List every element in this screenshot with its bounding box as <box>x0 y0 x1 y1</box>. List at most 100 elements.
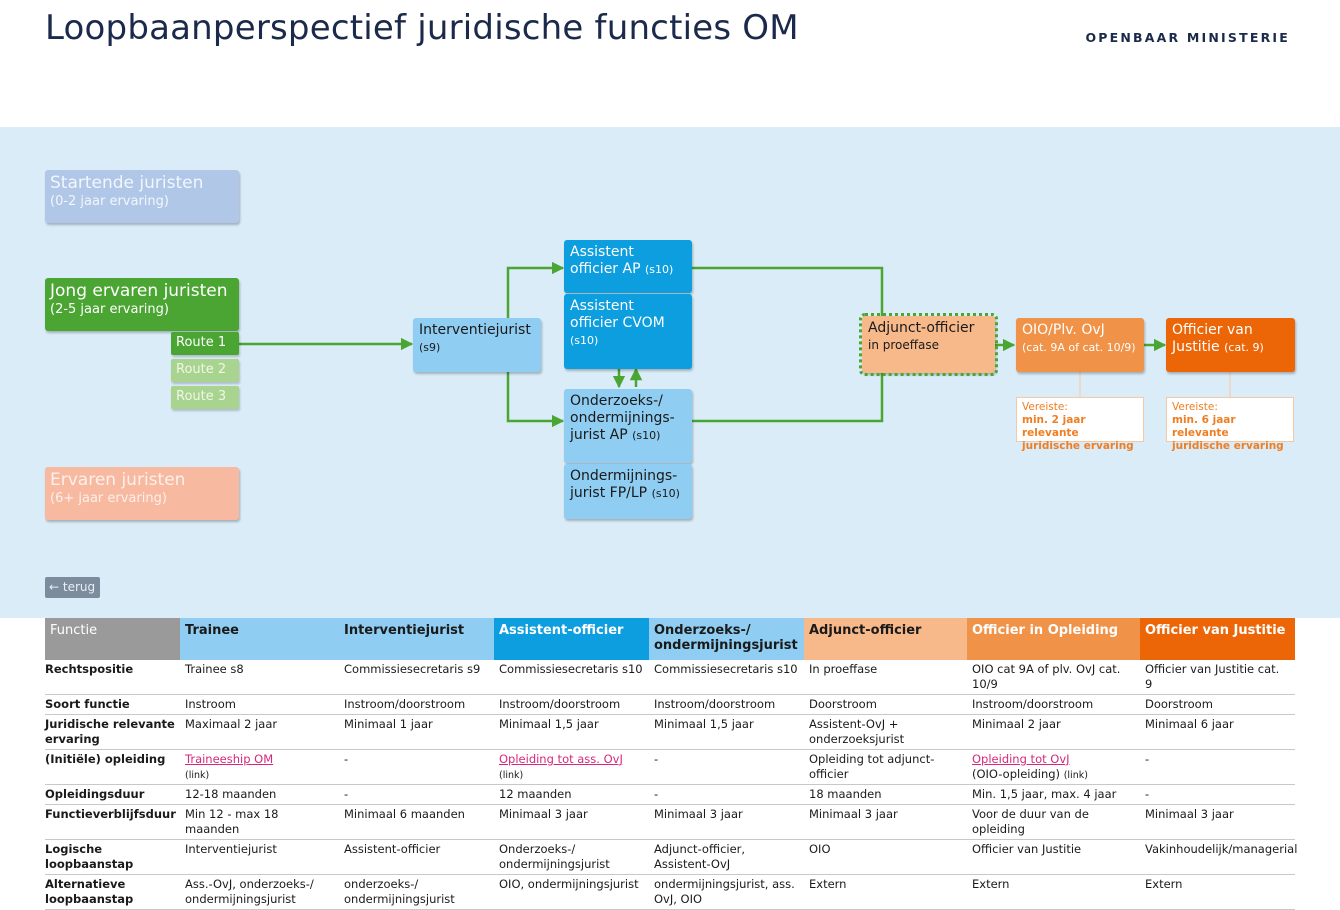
link-note[interactable]: (link) <box>499 769 524 781</box>
table-row-label: Opleidingsduur <box>45 784 180 805</box>
table-header-officier-in-opleiding: Officier in Opleiding <box>967 618 1140 660</box>
table-cell: - <box>339 784 494 805</box>
table-cell: Officier van Justitie cat. 9 <box>1140 660 1295 695</box>
table-header-functie: Functie <box>45 618 180 660</box>
table-cell: Instroom/doorstroom <box>967 694 1140 715</box>
requirement-ovj-label: Vereiste: <box>1172 401 1218 413</box>
node-ass-cvom-scale: (s10) <box>570 333 599 347</box>
table-cell: - <box>1140 784 1295 805</box>
table-cell: - <box>649 784 804 805</box>
requirement-ovj: Vereiste: min. 6 jaar relevante juridisc… <box>1166 397 1294 452</box>
table-row-label: Functieverblijfsduur <box>45 804 180 840</box>
node-ondermijnings-scale: (s10) <box>651 486 680 500</box>
node-onderzoeks-scale: (s10) <box>632 428 661 442</box>
table-cell: Maximaal 2 jaar <box>180 714 339 750</box>
node-ass-cvom-title: Assistent officier CVOM <box>570 298 665 331</box>
route-3-button[interactable]: Route 3 <box>171 386 239 409</box>
requirement-oio: Vereiste: min. 2 jaar relevante juridisc… <box>1016 397 1144 452</box>
node-onderzoeks-ondermijningsjurist-ap[interactable]: Onderzoeks-/ ondermijnings- jurist AP (s… <box>564 389 692 463</box>
node-officier-van-justitie[interactable]: Officier van Justitie (cat. 9) <box>1166 318 1295 372</box>
level-jong-ervaren-juristen[interactable]: Jong ervaren juristen (2-5 jaar ervaring… <box>45 278 239 331</box>
table-cell: Minimaal 6 maanden <box>339 804 494 840</box>
node-adjunct-officier[interactable]: Adjunct-officier in proeffase <box>859 313 998 376</box>
level-ervaren-juristen[interactable]: Ervaren juristen (6+ jaar ervaring) <box>45 467 239 520</box>
table-cell: Opleiding tot adjunct-officier <box>804 749 967 785</box>
table-cell: Voor de duur van de opleiding <box>967 804 1140 840</box>
table-cell: Minimaal 3 jaar <box>649 804 804 840</box>
node-adjunct-sub: in proeffase <box>868 337 940 352</box>
table-header-adjunct-officier: Adjunct-officier <box>804 618 967 660</box>
table-cell: Opleiding tot OvJ(OIO-opleiding) (link) <box>967 749 1140 785</box>
table-cell: 18 maanden <box>804 784 967 805</box>
table-cell: Minimaal 6 jaar <box>1140 714 1295 750</box>
table-header-trainee: Trainee <box>180 618 339 660</box>
back-button[interactable]: ← terug <box>45 577 100 598</box>
node-interventie-scale: (s9) <box>419 340 441 354</box>
table-row-label: Alternatieve loopbaanstap <box>45 874 180 910</box>
node-assistent-officier-ap[interactable]: Assistent officier AP (s10) <box>564 240 692 293</box>
table-cell: 12 maanden <box>494 784 649 805</box>
node-oio-plv-ovj[interactable]: OIO/Plv. OvJ (cat. 9A of cat. 10/9) <box>1016 318 1144 372</box>
link-note[interactable]: (link) <box>185 769 210 781</box>
table-cell: Min. 1,5 jaar, max. 4 jaar <box>967 784 1140 805</box>
node-ovj-scale: (cat. 9) <box>1224 340 1264 354</box>
node-ass-ap-scale: (s10) <box>644 262 674 276</box>
node-oio-title: OIO/Plv. OvJ <box>1022 322 1105 338</box>
table-row-label: Soort functie <box>45 694 180 715</box>
table-cell: Commissiesecretaris s9 <box>339 660 494 695</box>
table-row-label: Logische loopbaanstap <box>45 839 180 875</box>
training-link[interactable]: Opleiding tot OvJ <box>972 751 1070 766</box>
node-onderzoeks-title: Onderzoeks-/ ondermijnings- jurist AP <box>570 393 675 443</box>
route-2-button[interactable]: Route 2 <box>171 359 239 382</box>
node-ovj-title: Officier van Justitie <box>1172 322 1253 355</box>
table-cell: In proeffase <box>804 660 967 695</box>
training-link[interactable]: Traineeship OM <box>185 751 274 766</box>
table-cell: Commissiesecretaris s10 <box>649 660 804 695</box>
table-cell: OIO <box>804 839 967 875</box>
table-cell: Ass.-OvJ, onderzoeks-/ ondermijningsjuri… <box>180 874 339 910</box>
table-row-label: (Initiële) opleiding <box>45 749 180 785</box>
link-note[interactable]: (link) <box>1063 769 1088 781</box>
table-header-officier-van-justitie: Officier van Justitie <box>1140 618 1295 660</box>
level-startende-title: Startende juristen <box>50 173 204 193</box>
node-ass-ap-title: Assistent officier AP <box>570 244 641 277</box>
level-startende-juristen[interactable]: Startende juristen (0-2 jaar ervaring) <box>45 170 239 223</box>
level-ervaren-title: Ervaren juristen <box>50 470 186 490</box>
requirement-oio-text: min. 2 jaar relevante juridische ervarin… <box>1022 414 1134 453</box>
node-interventie-title: Interventiejurist <box>419 322 531 338</box>
table-cell: Assistent-officier <box>339 839 494 875</box>
level-startende-sub: (0-2 jaar ervaring) <box>50 194 169 210</box>
table-cell: Assistent-OvJ + onderzoeksjurist <box>804 714 967 750</box>
table-cell: Minimaal 1 jaar <box>339 714 494 750</box>
table-cell: 12-18 maanden <box>180 784 339 805</box>
node-assistent-officier-cvom[interactable]: Assistent officier CVOM (s10) <box>564 294 692 369</box>
table-row-label: Rechtspositie <box>45 660 180 695</box>
table-header-onderzoeksjurist: Onderzoeks-/ ondermijningsjurist <box>649 618 804 660</box>
route-1-button[interactable]: Route 1 <box>171 332 239 355</box>
table-cell: Vakinhoudelijk/managerial <box>1140 839 1297 875</box>
brand-logo: OPENBAAR MINISTERIE <box>1085 30 1290 45</box>
node-adjunct-title: Adjunct-officier <box>868 320 975 336</box>
table-cell: Minimaal 2 jaar <box>967 714 1140 750</box>
table-cell: Onderzoeks-/ ondermijningsjurist <box>494 839 649 875</box>
training-link[interactable]: Opleiding tot ass. OvJ <box>499 751 623 766</box>
table-cell: OIO, ondermijningsjurist <box>494 874 649 910</box>
table-cell: Officier van Justitie <box>967 839 1140 875</box>
requirement-oio-label: Vereiste: <box>1022 401 1068 413</box>
node-interventiejurist[interactable]: Interventiejurist (s9) <box>413 318 541 372</box>
table-cell: - <box>1140 749 1295 785</box>
table-cell: Minimaal 1,5 jaar <box>649 714 804 750</box>
table-cell: - <box>339 749 494 785</box>
requirement-ovj-text: min. 6 jaar relevante juridische ervarin… <box>1172 414 1284 453</box>
table-row-label: Juridische relevante ervaring <box>45 714 180 750</box>
training-note: (OIO-opleiding) <box>972 766 1061 781</box>
table-cell: Extern <box>1140 874 1295 910</box>
table-cell: Trainee s8 <box>180 660 339 695</box>
node-ondermijningsjurist-fp-lp[interactable]: Ondermijnings- jurist FP/LP (s10) <box>564 464 692 519</box>
table-cell: Adjunct-officier, Assistent-OvJ <box>649 839 804 875</box>
